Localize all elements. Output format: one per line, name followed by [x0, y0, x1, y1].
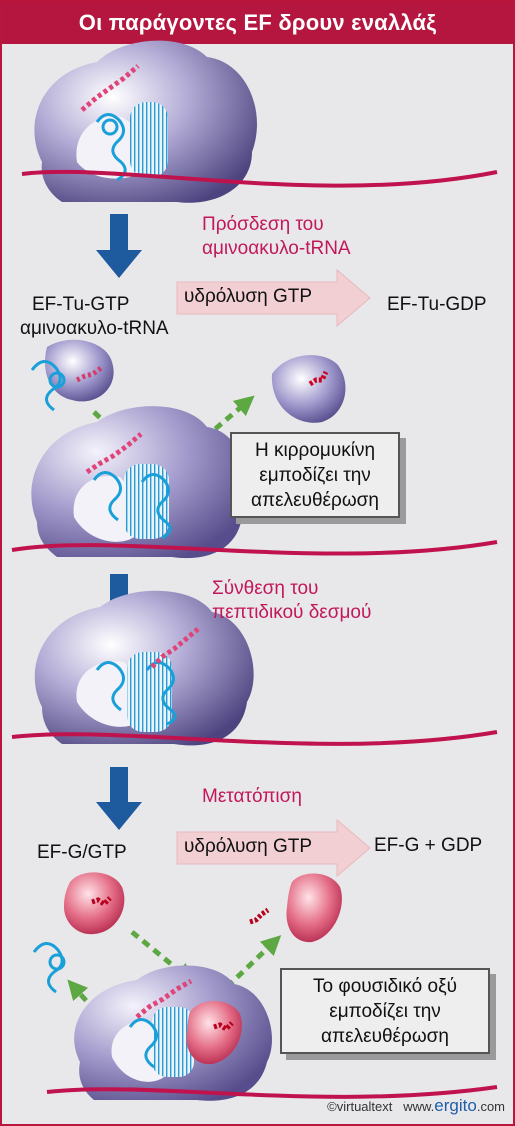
note-kirromycin-line-1: Η κιρρομυκίνη	[254, 440, 376, 461]
down-arrow-1	[96, 214, 142, 278]
label-aminoacyl-trna: αμινοακυλο-tRNA	[20, 318, 169, 339]
step-peptide-bond: Σύνθεση του πεπτιδικού δεσμού	[212, 577, 371, 625]
step-peptide-line-2: πεπτιδικού δεσμού	[212, 602, 372, 623]
figure-title: Οι παράγοντες EF δρουν εναλλάξ	[78, 10, 437, 35]
release-arrow-1	[192, 395, 255, 449]
mrna-strand-4	[46, 1085, 498, 1099]
title-bar: Οι παράγοντες EF δρουν εναλλάξ	[2, 2, 513, 44]
note-fusidic-line-2: εμποδίζει την	[329, 1001, 441, 1022]
mrna-strand-1	[21, 169, 498, 188]
mrna-strand-2	[11, 540, 498, 556]
step-peptide-line-1: Σύνθεση του	[212, 578, 319, 599]
step-binding: Πρόσδεση του αμινοακυλο-tRNA	[202, 213, 351, 261]
label-efg-gdp: EF-G + GDP	[374, 835, 483, 856]
note-fusidic-line-3: απελευθέρωση	[321, 1026, 449, 1047]
down-arrow-3	[96, 767, 142, 830]
released-trna	[32, 942, 66, 994]
efg-gdp-released	[286, 873, 342, 943]
note-kirromycin-line-3: απελευθέρωση	[251, 490, 379, 511]
footer-copyright: ©virtualtext	[327, 1099, 393, 1114]
step-binding-line-2: αμινοακυλο-tRNA	[202, 238, 351, 259]
label-efg-gtp: EF-G/GTP	[37, 842, 127, 863]
ribosome-4	[46, 965, 498, 1101]
released-gdp-dots	[249, 907, 270, 925]
efg-gtp-factor	[64, 872, 125, 935]
mrna-strand-3	[11, 730, 498, 746]
release-arrow-2	[225, 935, 282, 989]
label-eftu-gtp: EF-Tu-GTP	[32, 294, 130, 315]
ribosome-1	[21, 40, 498, 203]
footer-tld: .com	[476, 1099, 505, 1114]
ribosome-3	[11, 590, 498, 746]
eftu-gdp-released	[271, 355, 346, 423]
process-arrow-2	[176, 818, 371, 878]
hydrolysis-label-2: υδρόλυση GTP	[184, 836, 313, 857]
note-kirromycin: Η κιρρομυκίνη εμποδίζει την απελευθέρωση	[230, 432, 400, 518]
step-translocation: Μετατόπιση	[202, 786, 302, 807]
footer-credit: ©virtualtext www.ergito.com	[327, 1096, 505, 1116]
ribosome-2	[11, 406, 498, 559]
label-eftu-gdp: EF-Tu-GDP	[387, 294, 487, 315]
eftu-trna-complex	[30, 339, 114, 412]
footer-www: www.	[403, 1099, 435, 1114]
hydrolysis-label-1: υδρόλυση GTP	[184, 286, 313, 307]
footer-brand: ergito	[434, 1096, 477, 1115]
process-arrow-1	[176, 268, 371, 328]
note-kirromycin-line-2: εμποδίζει την	[259, 465, 371, 486]
note-fusidic-line-1: Το φουσιδικό οξύ	[313, 976, 457, 997]
note-fusidic-acid: Το φουσιδικό οξύ εμποδίζει την απελευθέρ…	[280, 968, 490, 1054]
step-binding-line-1: Πρόσδεση του	[202, 214, 324, 235]
